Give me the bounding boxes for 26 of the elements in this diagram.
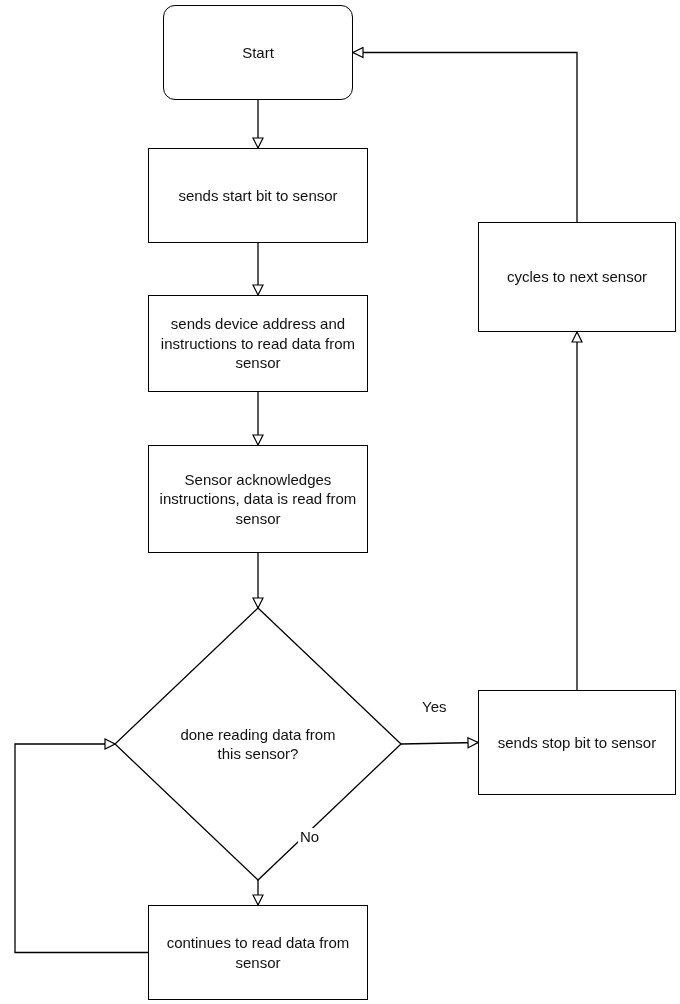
start-terminal (163, 5, 353, 100)
arrow (352, 46, 578, 223)
arrow (400, 737, 479, 749)
process-box (148, 295, 368, 392)
arrow (252, 242, 264, 296)
arrow (252, 552, 264, 609)
decision-box (115, 608, 401, 880)
node-text: cycles to next sensor (506, 267, 648, 287)
node-text: sends device address and instructions to read data from sensor (159, 314, 357, 373)
node-text: Start (242, 42, 274, 63)
edge-label: No (298, 828, 322, 845)
node-text: sends start bit to sensor (178, 185, 338, 206)
arrow (252, 99, 264, 149)
node-text: continues to read data from sensor (165, 933, 351, 972)
arrow (571, 331, 583, 691)
node-text: sends stop bit to sensor (497, 732, 657, 753)
process-box (148, 445, 368, 553)
process-box (148, 148, 368, 243)
process-box (148, 905, 368, 1000)
process-box (478, 222, 676, 332)
arrow (14, 738, 149, 954)
arrow (252, 879, 264, 906)
node-text: Sensor acknowledges instructions, data is read from sensor (159, 469, 357, 529)
process-box (478, 690, 676, 795)
node-text: done reading data from this sensor? (179, 724, 337, 764)
arrow (252, 391, 264, 446)
